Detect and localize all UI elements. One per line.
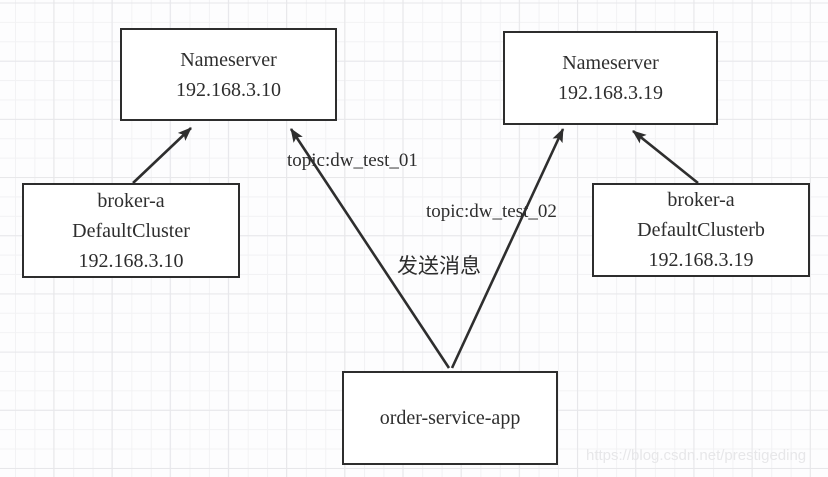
edge-broker-a-to-nameserver-1 bbox=[132, 127, 192, 184]
node-label: Nameserver 192.168.3.19 bbox=[558, 48, 663, 108]
node-line: broker-a bbox=[667, 189, 735, 211]
node-order-service-app: order-service-app bbox=[342, 371, 558, 465]
node-line: 192.168.3.10 bbox=[78, 249, 184, 272]
node-line: order-service-app bbox=[379, 407, 521, 429]
watermark-url: https://blog.csdn.net/prestigeding bbox=[586, 447, 807, 464]
node-nameserver-1: Nameserver 192.168.3.10 bbox=[120, 28, 337, 121]
node-line: 192.168.3.19 bbox=[558, 82, 663, 104]
node-broker-a: broker-a DefaultCluster 192.168.3.10 bbox=[22, 183, 240, 278]
node-label: broker-a DefaultCluster 192.168.3.10 bbox=[72, 186, 190, 276]
edge-broker-b-to-nameserver-2 bbox=[632, 129, 699, 185]
node-nameserver-2: Nameserver 192.168.3.19 bbox=[503, 31, 718, 125]
edge-label-topic-dw-test-02: topic:dw_test_02 bbox=[426, 201, 557, 222]
node-line: 192.168.3.19 bbox=[648, 249, 754, 271]
node-label: order-service-app bbox=[380, 403, 521, 433]
node-line: DefaultCluster bbox=[72, 219, 190, 242]
edge-order-service-app-to-nameserver-1 bbox=[289, 128, 451, 369]
node-line: DefaultClusterb bbox=[637, 219, 765, 241]
edge-label-topic-dw-test-01: topic:dw_test_01 bbox=[287, 150, 418, 171]
edge-order-service-app-to-nameserver-2 bbox=[450, 128, 565, 369]
node-broker-b: broker-a DefaultClusterb 192.168.3.19 bbox=[592, 183, 810, 277]
node-line: 192.168.3.10 bbox=[176, 78, 281, 101]
node-line: Nameserver bbox=[562, 52, 659, 74]
annotation-send-message: 发送消息 bbox=[397, 254, 481, 278]
node-line: broker-a bbox=[97, 189, 165, 212]
node-label: broker-a DefaultClusterb 192.168.3.19 bbox=[637, 185, 765, 275]
node-label: Nameserver 192.168.3.10 bbox=[176, 45, 281, 105]
node-line: Nameserver bbox=[180, 48, 277, 71]
